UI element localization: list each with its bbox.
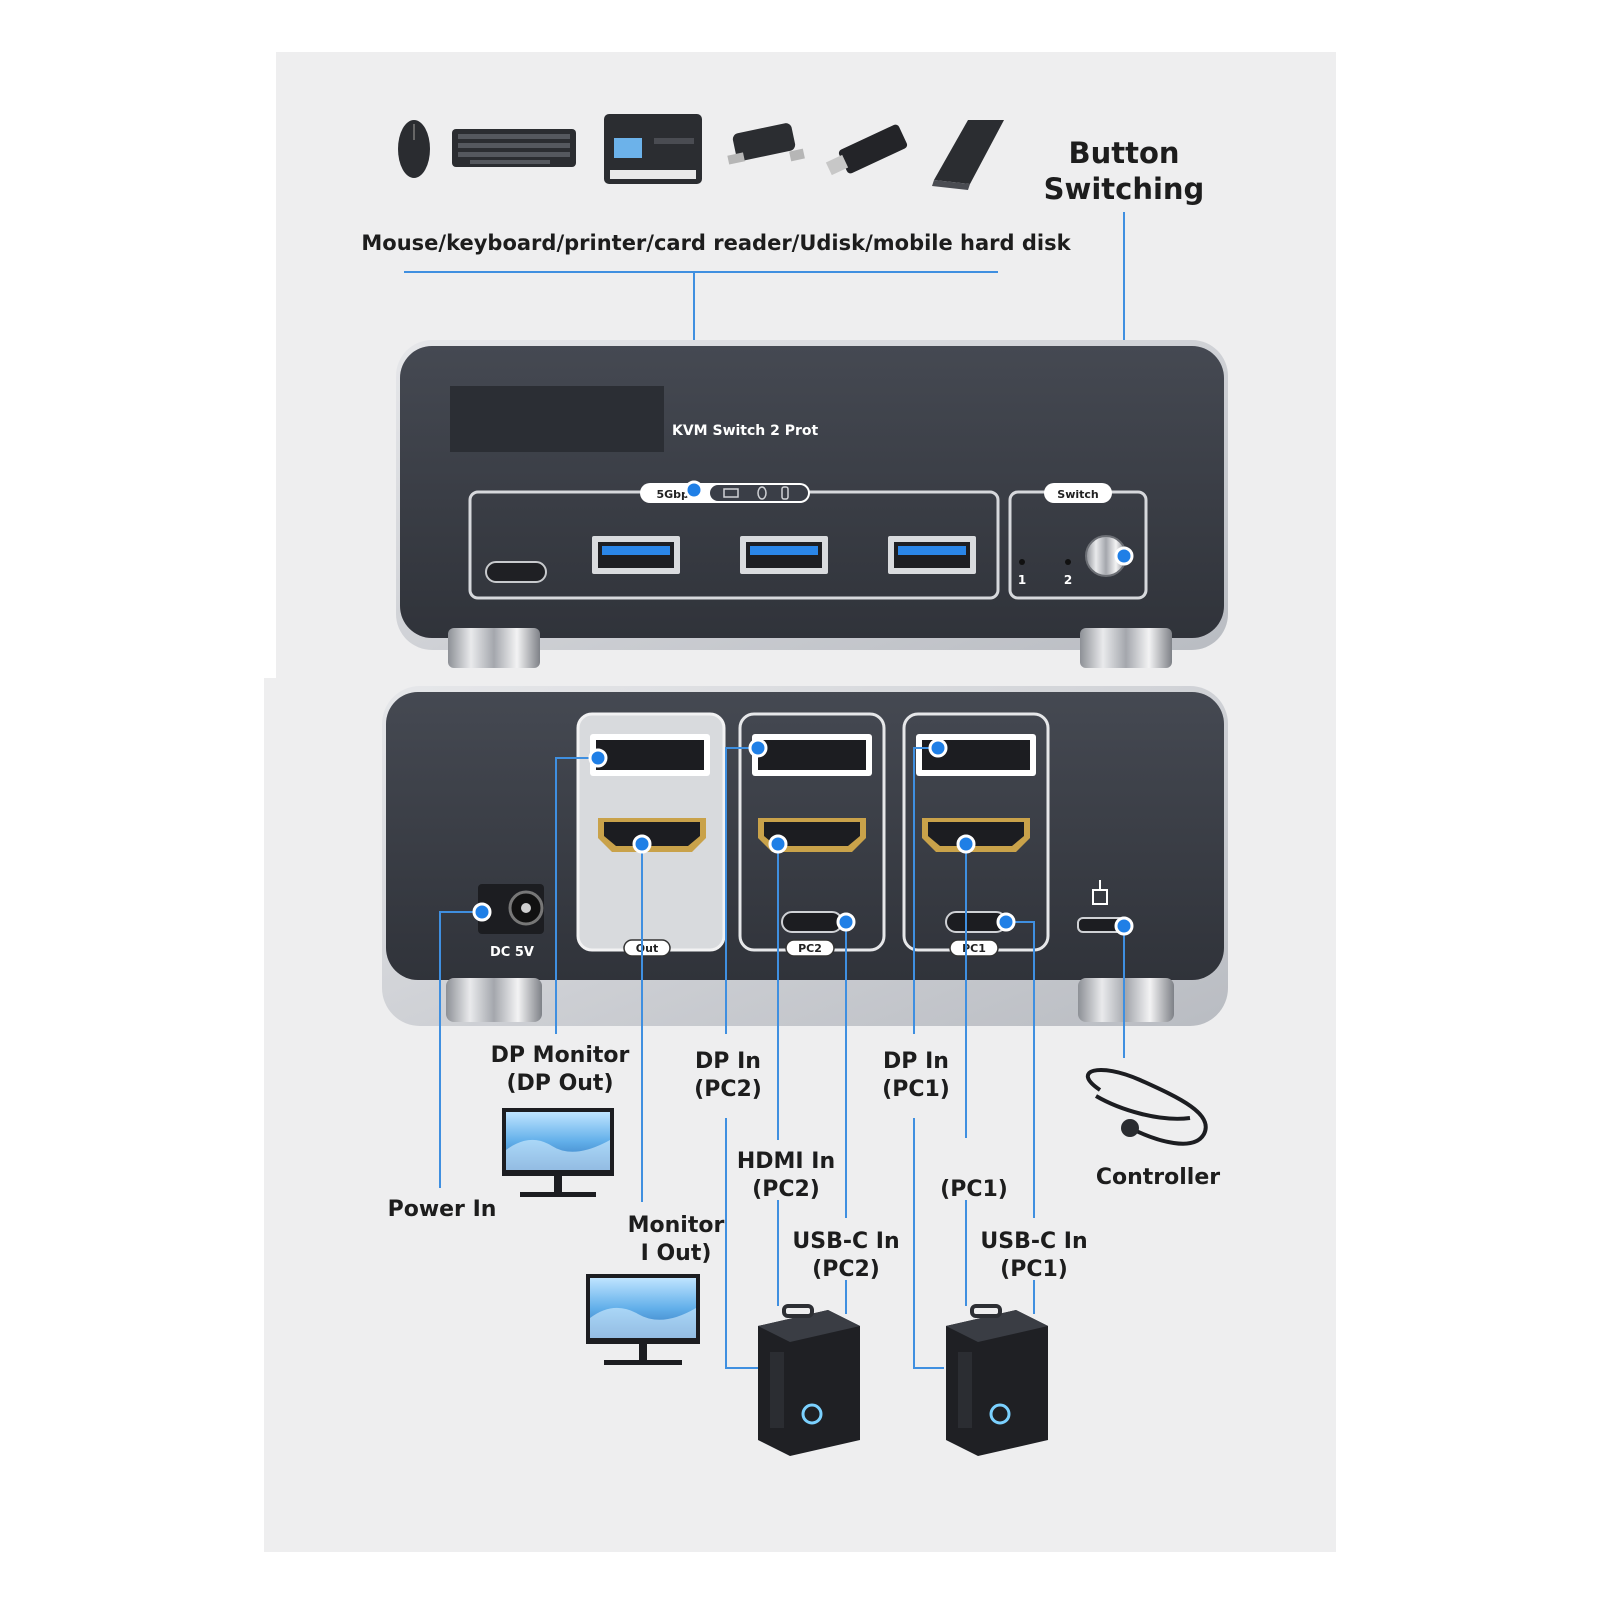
- hdmi-monitor-icon: [586, 1274, 700, 1365]
- usb-c-in-pc2-label-line1: USB-C In: [792, 1229, 899, 1254]
- hdmi-monitor-label-line2: I Out): [641, 1241, 712, 1266]
- usb-a-port-2: [740, 536, 828, 574]
- rear-foot-left: [446, 978, 542, 1022]
- mouse-icon: [398, 120, 430, 178]
- dp-in-pc2-label-line2: (PC2): [694, 1077, 762, 1102]
- dp-in-pc1-line-bottom: [913, 1118, 944, 1369]
- usb-a-port-3: [888, 536, 976, 574]
- hdmi-out-port: [598, 818, 706, 852]
- dc-jack-marker: [472, 902, 492, 922]
- button-switching-title-line1: Button: [1068, 136, 1179, 170]
- led-2-indicator: [1065, 559, 1071, 565]
- hdmi-in-pc2-label-line2: (PC2): [752, 1177, 820, 1202]
- usb-c-in-pc2-label-line2: (PC2): [812, 1257, 880, 1282]
- controller-label: Controller: [1096, 1165, 1220, 1190]
- usb-hub-marker: [684, 480, 704, 500]
- hdmi-in-pc2-marker: [768, 834, 788, 854]
- hdmi-out-marker: [632, 834, 652, 854]
- mobile-hard-disk-icon: [932, 120, 1004, 190]
- dp-in-pc2-marker: [748, 738, 768, 758]
- switch-label: Switch: [1057, 488, 1098, 501]
- usb-c-in-pc2-marker: [836, 912, 856, 932]
- pc2-tag: PC2: [798, 942, 822, 955]
- pc1-tag: PC1: [962, 942, 986, 955]
- usb-c-in-pc1-marker: [996, 912, 1016, 932]
- usb-drive-icon: [825, 124, 908, 176]
- logo-placeholder: [450, 386, 664, 452]
- controller-cable-icon: [1085, 1068, 1208, 1146]
- dp-monitor-icon: [502, 1108, 614, 1197]
- dp-in-pc2-port: [752, 734, 872, 776]
- rear-panel: Out PC2 PC1 DC 5V: [382, 686, 1228, 1026]
- led-2-label: 2: [1064, 573, 1072, 587]
- power-in-label: Power In: [388, 1197, 497, 1222]
- mouse-mini-icon: [757, 486, 767, 500]
- controller-port-icon: [1092, 880, 1108, 905]
- hdmi-monitor-label-line1: Monitor: [628, 1213, 725, 1238]
- led-1-indicator: [1019, 559, 1025, 565]
- out-tag: Out: [636, 942, 658, 955]
- printer-icon: [604, 114, 702, 184]
- button-switching-title-line2: Switching: [1044, 172, 1205, 206]
- usb-c-in-pc2-port: [781, 911, 843, 933]
- dp-in-pc2-line-bottom: [725, 1118, 758, 1369]
- front-panel: KVM Switch 2 Prot 5Gbps Switch: [396, 340, 1228, 650]
- hdmi-in-pc1-port: [922, 818, 1030, 852]
- dp-in-pc2-line-top: [725, 747, 758, 1034]
- power-in-line: [439, 911, 482, 1188]
- dp-in-pc2-label-line1: DP In: [695, 1049, 761, 1074]
- pc2-tower-icon: [758, 1304, 860, 1456]
- card-reader-icon: [727, 123, 805, 165]
- model-text: KVM Switch 2 Prot: [672, 423, 819, 439]
- led-1-label: 1: [1018, 573, 1026, 587]
- dp-in-pc1-marker: [928, 738, 948, 758]
- peripherals-caption: Mouse/keyboard/printer/card reader/Udisk…: [361, 231, 1071, 255]
- dc-label: DC 5V: [490, 945, 534, 960]
- dp-out-marker: [588, 748, 608, 768]
- hdmi-in-pc1-label-line2: (PC1): [940, 1177, 1008, 1202]
- dp-out-port: [590, 734, 710, 776]
- keyboard-icon: [452, 129, 576, 167]
- dp-monitor-label-line1: DP Monitor: [491, 1043, 630, 1068]
- rear-foot-right: [1078, 978, 1174, 1022]
- dp-monitor-label-line2: (DP Out): [506, 1071, 613, 1096]
- hdmi-in-pc2-label-line1: HDMI In: [737, 1149, 835, 1174]
- keyboard-mini-icon: [723, 488, 739, 498]
- usb-c-in-pc1-label-line1: USB-C In: [980, 1229, 1087, 1254]
- dp-out-line: [555, 757, 596, 1034]
- pc1-tower-icon: [946, 1304, 1048, 1456]
- usb-c-port-front: [485, 561, 547, 583]
- front-foot-left: [448, 628, 540, 668]
- switch-label-badge: [1044, 483, 1112, 503]
- front-foot-right: [1080, 628, 1172, 668]
- dp-in-pc1-label-line2: (PC1): [882, 1077, 950, 1102]
- usb-a-port-1: [592, 536, 680, 574]
- controller-port-marker: [1114, 916, 1134, 936]
- dp-in-pc1-label-line1: DP In: [883, 1049, 949, 1074]
- usb-c-in-pc1-label-line2: (PC1): [1000, 1257, 1068, 1282]
- usb-mini-icon: [781, 486, 789, 500]
- hdmi-in-pc1-marker: [956, 834, 976, 854]
- switch-button-marker: [1114, 546, 1134, 566]
